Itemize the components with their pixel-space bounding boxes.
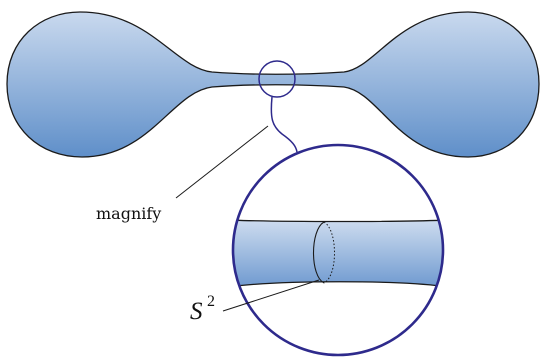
sphere-leader-line <box>222 279 320 312</box>
sphere-label-exponent: 2 <box>207 293 215 310</box>
sphere-back-arc <box>323 221 335 284</box>
magnifier-small-circle <box>258 60 296 98</box>
magnified-view <box>233 145 443 355</box>
magnifier-connector <box>270 96 298 153</box>
neck-lower-edge <box>233 281 443 288</box>
sphere-front-arc <box>313 221 325 284</box>
magnify-label: magnify <box>96 204 161 223</box>
wormhole-outline <box>6 11 540 158</box>
magnified-neck <box>233 220 443 287</box>
magnifier-large-circle <box>231 143 445 357</box>
sphere-label: S <box>190 298 203 325</box>
magnify-leader-line <box>175 125 269 199</box>
neck-upper-edge <box>233 219 443 223</box>
